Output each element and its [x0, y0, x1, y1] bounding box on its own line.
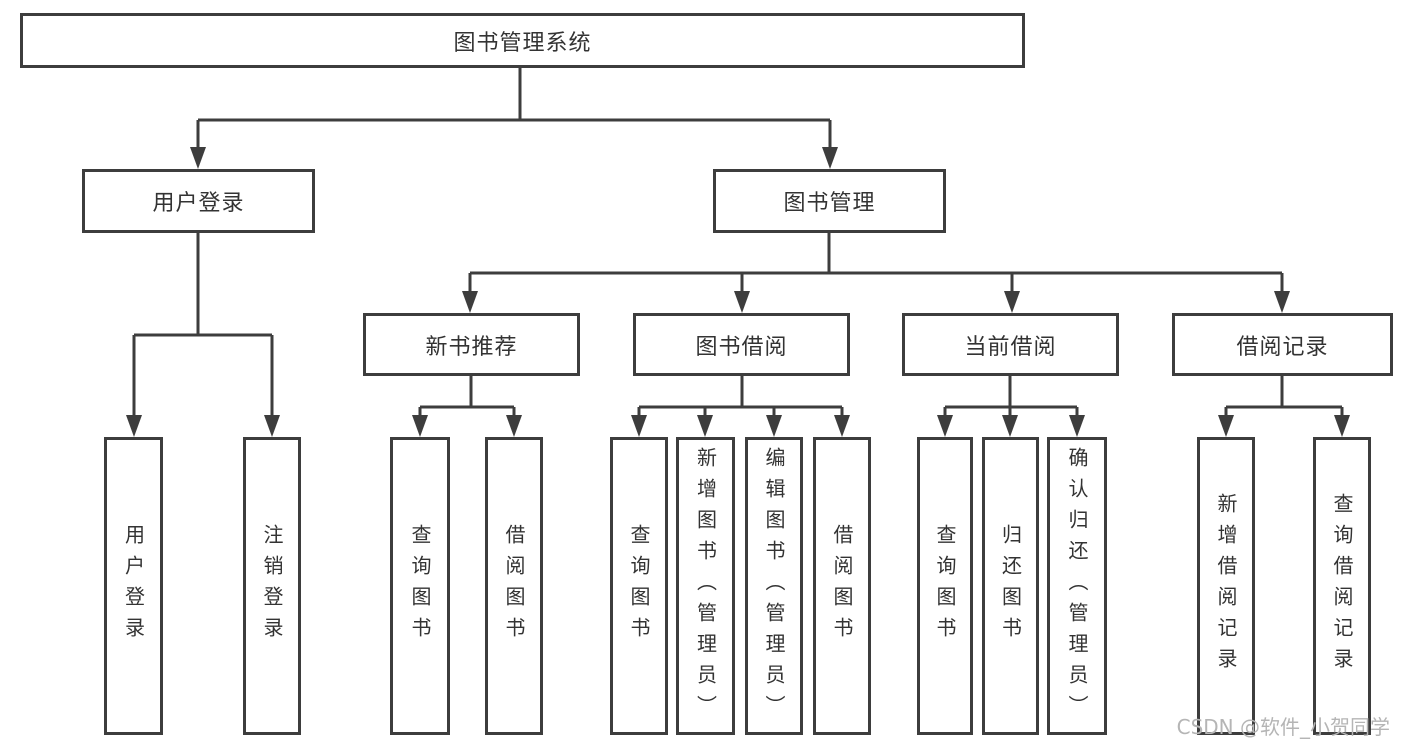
connector-current-borrow	[943, 376, 1079, 417]
node-user-login: 用户登录	[82, 169, 315, 233]
leaf-label: 查询图书	[627, 524, 651, 648]
arrow-down-icon	[412, 415, 428, 437]
connector-book-management	[468, 233, 1284, 294]
leaf-return-books: 归还图书	[982, 437, 1039, 735]
arrow-down-icon	[834, 415, 850, 437]
arrow-down-icon	[126, 415, 142, 437]
leaf-confirm-return-admin: 确认归还（管理员）	[1047, 437, 1107, 735]
leaf-label: 确认归还（管理员）	[1065, 446, 1089, 726]
arrow-down-icon	[190, 147, 206, 169]
leaf-query-borrow-record: 查询借阅记录	[1313, 437, 1371, 735]
arrow-down-icon	[766, 415, 782, 437]
leaf-borrow-books: 借阅图书	[813, 437, 871, 735]
leaf-query-books-current: 查询图书	[917, 437, 973, 735]
node-current-borrow: 当前借阅	[902, 313, 1119, 376]
leaf-label: 借阅图书	[830, 524, 854, 648]
connector-root	[196, 68, 832, 150]
leaf-label: 查询图书	[408, 524, 432, 648]
leaf-user-login: 用户登录	[104, 437, 163, 735]
leaf-label: 注销登录	[260, 524, 284, 648]
node-root: 图书管理系统	[20, 13, 1025, 68]
node-borrow-records: 借阅记录	[1172, 313, 1393, 376]
arrow-down-icon	[264, 415, 280, 437]
arrow-down-icon	[734, 291, 750, 313]
leaf-label: 查询借阅记录	[1330, 493, 1354, 679]
node-book-borrow: 图书借阅	[633, 313, 850, 376]
node-book-management: 图书管理	[713, 169, 946, 233]
leaf-query-books-recommend: 查询图书	[390, 437, 450, 735]
csdn-watermark: CSDN @软件_小贺同学	[1176, 715, 1390, 739]
leaf-query-books-borrow: 查询图书	[610, 437, 668, 735]
leaf-label: 归还图书	[998, 524, 1023, 648]
arrow-down-icon	[1069, 415, 1085, 437]
arrow-down-icon	[1004, 291, 1020, 313]
arrow-down-icon	[1218, 415, 1234, 437]
leaf-label: 用户登录	[121, 524, 146, 648]
leaf-label: 新增图书（管理员）	[693, 446, 718, 726]
connector-borrow-records	[1224, 376, 1344, 417]
leaf-add-borrow-record: 新增借阅记录	[1197, 437, 1255, 735]
arrow-down-icon	[506, 415, 522, 437]
leaf-add-book-admin: 新增图书（管理员）	[676, 437, 735, 735]
leaf-borrow-books-recommend: 借阅图书	[485, 437, 543, 735]
leaf-label: 借阅图书	[502, 524, 526, 648]
leaf-edit-book-admin: 编辑图书（管理员）	[745, 437, 803, 735]
leaf-label: 编辑图书（管理员）	[762, 446, 786, 726]
arrow-down-icon	[1274, 291, 1290, 313]
arrow-down-icon	[937, 415, 953, 437]
arrow-down-icon	[462, 291, 478, 313]
node-new-book-recommend: 新书推荐	[363, 313, 580, 376]
leaf-label: 新增借阅记录	[1214, 493, 1238, 679]
connector-new-book-recommend	[418, 376, 516, 417]
arrow-down-icon	[1002, 415, 1018, 437]
connector-book-borrow	[637, 376, 844, 417]
arrowheads	[126, 147, 1350, 437]
arrow-down-icon	[631, 415, 647, 437]
arrow-down-icon	[697, 415, 713, 437]
connector-user-login	[132, 233, 274, 417]
arrow-down-icon	[1334, 415, 1350, 437]
leaf-label: 查询图书	[933, 524, 957, 648]
arrow-down-icon	[822, 147, 838, 169]
leaf-logout-login: 注销登录	[243, 437, 301, 735]
